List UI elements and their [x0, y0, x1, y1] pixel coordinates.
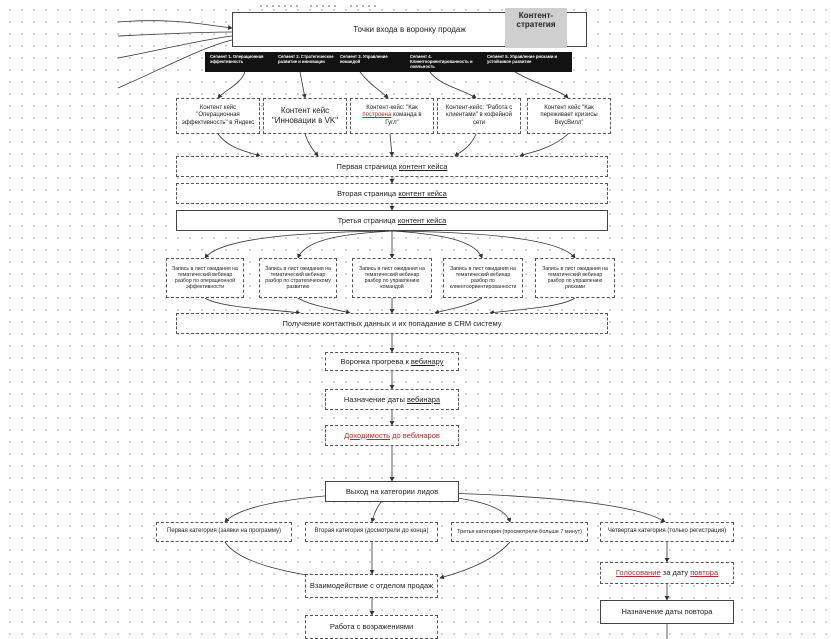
- repeat-date-label: Назначение даты повтора: [621, 607, 713, 617]
- warmup-box[interactable]: Воронка прогрева к вебинару: [325, 352, 459, 371]
- objections-label: Работа с возражениями: [329, 622, 414, 632]
- case-card-google[interactable]: Контент-кейс: "Как построена команда в Г…: [350, 98, 434, 134]
- first-page-box[interactable]: Первая страница контент кейса: [176, 156, 608, 177]
- case-card-text: Контент кейс "Как переживает кризисы Вку…: [540, 105, 598, 126]
- objections-box[interactable]: Работа с возражениями: [305, 615, 438, 639]
- waitlist-text: Запись в лист ожидания на тематический в…: [359, 265, 425, 291]
- second-page-box[interactable]: Вторая страница контент кейса: [176, 183, 608, 204]
- warmup-label: Воронка прогрева к вебинару: [340, 356, 444, 366]
- waitlist-team[interactable]: Запись в лист ожидания на тематический в…: [352, 258, 432, 298]
- lead-categories-label: Выход на категории лидов: [345, 486, 439, 496]
- category-1-label: Первая категория (заявки на программу): [167, 528, 281, 535]
- category-2-label: Вторая категория (досмотрели до конца): [314, 528, 429, 535]
- category-2-box[interactable]: Вторая категория (досмотрели до конца): [305, 522, 438, 542]
- crm-box[interactable]: Получение контактных данных и их попадан…: [176, 313, 608, 334]
- case-card-vk[interactable]: Контент кейс "Инновации в VK": [263, 98, 347, 134]
- third-page-label: Третья страница контент кейса: [337, 215, 447, 225]
- content-strategy-label[interactable]: Контент-стратегия: [505, 8, 567, 48]
- attendance-box[interactable]: Доходимость до вебинаров: [325, 425, 459, 446]
- case-card-vkusvill[interactable]: Контент кейс "Как переживает кризисы Вку…: [527, 98, 611, 134]
- segment-5[interactable]: Сегмент 5. Управление рисками и устойчив…: [487, 54, 558, 64]
- webinar-date-label: Назначение даты вебинара: [343, 394, 441, 404]
- second-page-label: Вторая страница контент кейса: [337, 188, 447, 198]
- case-card-yandex[interactable]: Контент кейс "Операционная эффективность…: [176, 98, 260, 134]
- waitlist-text: Запись в лист ожидания на тематический в…: [265, 265, 331, 291]
- sales-box[interactable]: Взаимодействие с отделом продаж: [305, 574, 438, 598]
- category-3-box[interactable]: Третья категория (просмотрели больше 7 м…: [451, 522, 588, 542]
- segment-2[interactable]: Сегмент 2. Стратегическое развитие и инн…: [278, 54, 334, 64]
- waitlist-client[interactable]: Запись в лист ожидания на тематический в…: [443, 258, 523, 298]
- category-1-box[interactable]: Первая категория (заявки на программу): [156, 522, 292, 542]
- waitlist-text: Запись в лист ожидания на тематический в…: [449, 265, 517, 291]
- segment-3[interactable]: Сегмент 3. Управление командой: [340, 54, 388, 64]
- case-card-text: Контент кейс "Операционная эффективность…: [181, 105, 255, 126]
- category-4-box[interactable]: Четвертая категория (только регистрация): [600, 522, 734, 542]
- third-page-box[interactable]: Третья страница контент кейса: [176, 210, 608, 231]
- case-card-text: Контент-кейс: "Работа с клиентами" в коф…: [445, 105, 513, 126]
- content-strategy-text: Контент-стратегия: [516, 11, 556, 30]
- category-4-label: Четвертая категория (только регистрация): [607, 528, 727, 535]
- webinar-date-box[interactable]: Назначение даты вебинара: [325, 389, 459, 410]
- repeat-date-box[interactable]: Назначение даты повтора: [600, 600, 734, 624]
- funnel-entry-label: Точки входа в воронку продаж: [353, 24, 466, 34]
- repeat-vote-label: Голосование за дату повтора: [615, 568, 719, 578]
- waitlist-operational[interactable]: Запись в лист ожидания на тематический в…: [166, 258, 244, 298]
- case-card-text: Контент кейс "Инновации в VK": [271, 106, 339, 125]
- waitlist-text: Запись в лист ожидания на тематический в…: [172, 265, 238, 291]
- category-3-label: Третья категория (просмотрели больше 7 м…: [457, 528, 582, 535]
- lead-categories-box[interactable]: Выход на категории лидов: [325, 481, 459, 502]
- waitlist-text: Запись в лист ожидания на тематический в…: [542, 265, 608, 291]
- case-card-coffee[interactable]: Контент-кейс: "Работа с клиентами" в коф…: [437, 98, 521, 134]
- sales-label: Взаимодействие с отделом продаж: [309, 581, 434, 591]
- attendance-label: Доходимость до вебинаров: [344, 430, 440, 440]
- crm-label: Получение контактных данных и их попадан…: [282, 318, 502, 328]
- first-page-label: Первая страница контент кейса: [336, 161, 448, 171]
- waitlist-strategy[interactable]: Запись в лист ожидания на тематический в…: [259, 258, 337, 298]
- case-card-text: Контент-кейс: "Как построена команда в Г…: [362, 105, 422, 126]
- segments-bar: Сегмент 1. Операционная эффективность Се…: [205, 52, 572, 72]
- waitlist-risk[interactable]: Запись в лист ожидания на тематический в…: [535, 258, 615, 298]
- repeat-vote-box[interactable]: Голосование за дату повтора: [600, 562, 734, 584]
- segment-4[interactable]: Сегмент 4. Клиентоориентированность и ло…: [410, 54, 473, 69]
- segment-1[interactable]: Сегмент 1. Операционная эффективность: [210, 54, 264, 64]
